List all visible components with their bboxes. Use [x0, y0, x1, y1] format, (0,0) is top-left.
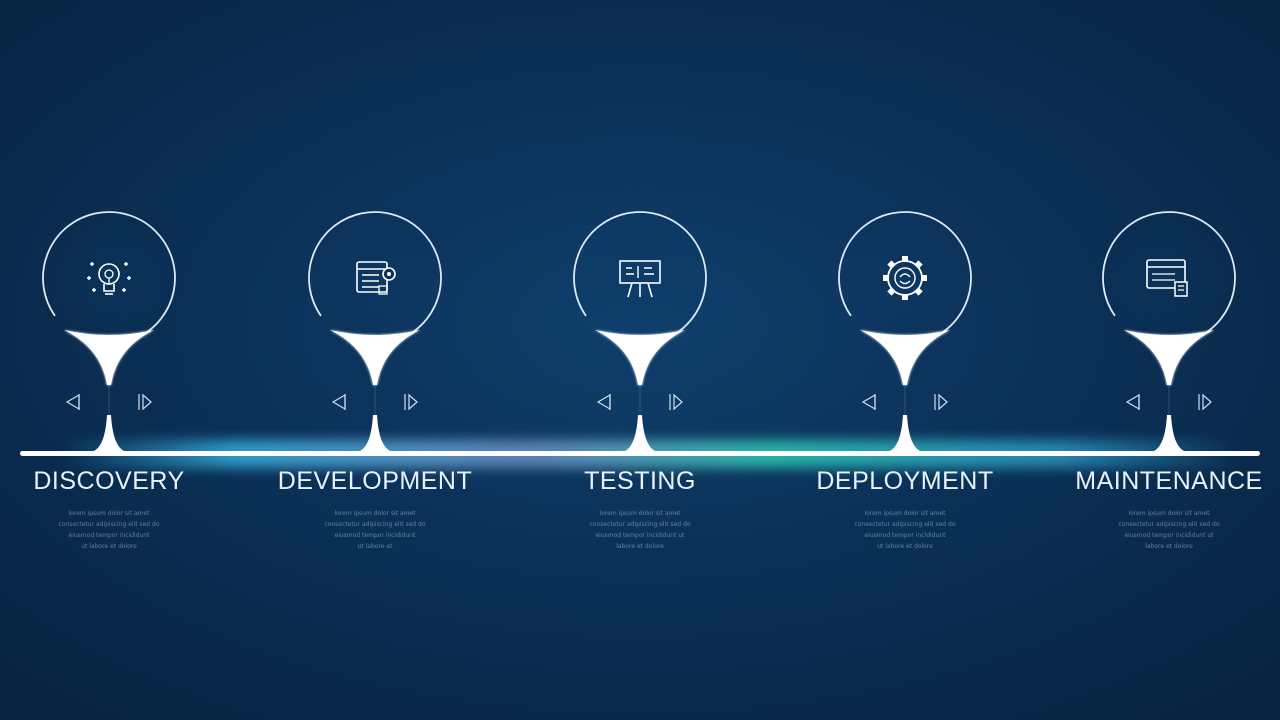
stage-description-line: eiusmod tempor incididunt [864, 532, 946, 539]
stage-description-line: eiusmod tempor incididunt [68, 532, 150, 539]
chevron-right-icon [934, 393, 948, 411]
stage-connector [595, 330, 685, 385]
stage-foot [887, 415, 923, 452]
stage-description-line: consectetur adipiscing elit sed do [58, 521, 160, 528]
stage-foot [1151, 415, 1187, 452]
stage-title: MAINTENANCE [1075, 467, 1263, 495]
stage-description-line: consectetur adipiscing elit sed do [324, 521, 426, 528]
presentation-board-icon [619, 260, 661, 298]
stage-connector [1124, 330, 1214, 385]
stage-description-line: labore et dolore [1145, 543, 1193, 550]
chevron-left-icon [596, 393, 611, 411]
stage-description-line: ut labore et [357, 543, 393, 550]
stage-description-line: lorem ipsum dolor sit amet [68, 510, 150, 517]
stage-description: lorem ipsum dolor sit amet consectetur ad… [830, 508, 980, 552]
stage-node-discovery [42, 211, 176, 452]
stage-description-line: eiusmod tempor incididunt [334, 532, 416, 539]
stage-node-testing [573, 211, 707, 452]
stage-description-line: lorem ipsum dolor sit amet [334, 510, 416, 517]
stage-foot [622, 415, 658, 452]
browser-tools-icon [1146, 259, 1188, 297]
stage-node-maintenance [1102, 211, 1236, 452]
timeline-line [20, 451, 1260, 456]
stage-title: DEVELOPMENT [277, 467, 473, 495]
stage-description-line: consectetur adipiscing elit sed do [854, 521, 956, 528]
chevron-left-icon [65, 393, 80, 411]
stage-node-deployment [838, 211, 972, 452]
stage-title: DEPLOYMENT [816, 467, 994, 495]
stage-description-line: lorem ipsum dolor sit amet [599, 510, 681, 517]
stage-node-development [308, 211, 442, 452]
stage-description-line: lorem ipsum dolor sit amet [864, 510, 946, 517]
stage-description-line: consectetur adipiscing elit sed do [1118, 521, 1220, 528]
gear-icon [883, 256, 927, 300]
stage-foot [91, 415, 127, 452]
stage-title: DISCOVERY [33, 467, 185, 495]
stage-description: lorem ipsum dolor sit amet consectetur ad… [34, 508, 184, 552]
chevron-left-icon [861, 393, 876, 411]
stage-description-line: lorem ipsum dolor sit amet [1128, 510, 1210, 517]
chevron-left-icon [331, 393, 346, 411]
stage-description-line: labore et dolore [616, 543, 664, 550]
stage-foot [357, 415, 393, 452]
chevron-right-icon [669, 393, 683, 411]
stage-description: lorem ipsum dolor sit amet consectetur ad… [565, 508, 715, 552]
stage-connector [330, 330, 420, 385]
stage-connector [64, 330, 154, 385]
stage-description-line: ut labore et dolore [877, 543, 933, 550]
stage-description-line: ut labore et dolore [81, 543, 137, 550]
lightbulb-icon [87, 262, 131, 295]
stage-description: lorem ipsum dolor sit amet consectetur ad… [300, 508, 450, 552]
stage-description-line: eiusmod tempor incididunt ut [595, 532, 685, 539]
chevron-left-icon [1125, 393, 1140, 411]
stage-connector [860, 330, 950, 385]
stage-description-line: eiusmod tempor incididunt ut [1124, 532, 1214, 539]
chevron-right-icon [138, 393, 152, 411]
code-window-icon [356, 261, 396, 295]
stage-title: TESTING [584, 467, 696, 495]
chevron-right-icon [1198, 393, 1212, 411]
chevron-right-icon [404, 393, 418, 411]
stage-description-line: consectetur adipiscing elit sed do [589, 521, 691, 528]
stage-description: lorem ipsum dolor sit amet consectetur ad… [1094, 508, 1244, 552]
